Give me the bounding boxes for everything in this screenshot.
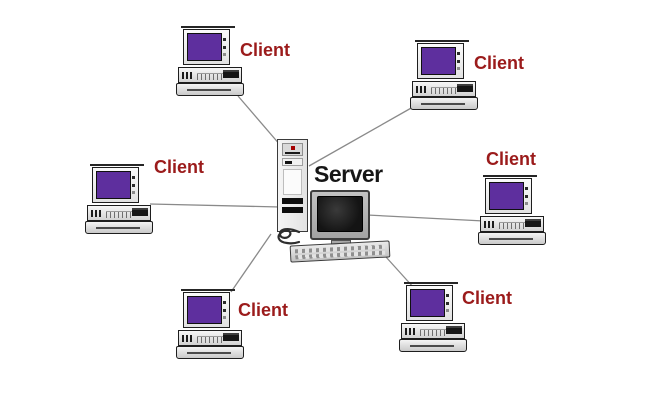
monitor-lid — [90, 164, 144, 166]
client-screen — [410, 289, 445, 317]
server-monitor-icon — [310, 190, 370, 240]
client-base-unit — [85, 221, 153, 234]
client-base-unit — [478, 232, 546, 245]
client-system-unit — [401, 323, 465, 339]
client-label: Client — [238, 300, 289, 320]
client-computer-icon — [176, 26, 246, 97]
base-slot — [410, 345, 454, 347]
monitor-lid — [483, 175, 537, 177]
client-base-unit — [176, 346, 244, 359]
vent-slots — [420, 329, 446, 336]
server-label: Server — [314, 161, 383, 187]
tower-front-panel — [283, 169, 302, 195]
client-system-unit — [480, 216, 544, 232]
client-monitor — [485, 178, 532, 214]
client-computer-icon — [176, 289, 246, 360]
base-slot — [187, 352, 231, 354]
drive-logo — [91, 210, 103, 217]
client-label: Client — [462, 288, 513, 308]
monitor-lid — [181, 26, 235, 28]
client-system-unit — [87, 205, 151, 221]
cable-icon — [277, 228, 301, 245]
client-base-unit — [176, 83, 244, 96]
drive-logo — [416, 86, 428, 93]
monitor-lid — [404, 282, 458, 284]
client-base-unit — [399, 339, 467, 352]
base-slot — [421, 103, 465, 105]
vent-slots — [499, 222, 525, 229]
client-computer-icon — [478, 175, 548, 246]
client-label: Client — [154, 157, 205, 177]
vent-slots — [106, 211, 132, 218]
base-slot — [489, 238, 533, 240]
drive-badge — [457, 84, 473, 92]
monitor-lid — [415, 40, 469, 42]
client-computer-icon — [399, 282, 469, 353]
tower-floppy-bay — [282, 158, 303, 166]
client-system-unit — [178, 67, 242, 83]
tower-vent-stripe — [282, 198, 303, 204]
monitor-controls — [525, 187, 528, 190]
vent-slots — [431, 87, 457, 94]
connection-line-middle-right — [366, 214, 485, 222]
connection-line-middle-left — [149, 203, 281, 208]
base-slot — [96, 227, 140, 229]
client-system-unit — [178, 330, 242, 346]
client-computer-icon — [410, 40, 480, 111]
monitor-controls — [223, 301, 226, 304]
monitor-controls — [457, 52, 460, 55]
connection-line-top-left — [237, 95, 282, 147]
server-screen — [317, 196, 363, 232]
monitor-controls — [446, 294, 449, 297]
client-monitor — [92, 167, 139, 203]
drive-logo — [405, 328, 417, 335]
monitor-controls — [223, 38, 226, 41]
drive-badge — [223, 333, 239, 341]
client-computer-icon — [85, 164, 155, 235]
client-screen — [489, 182, 524, 210]
vent-slots — [197, 336, 223, 343]
drive-logo — [484, 221, 496, 228]
drive-badge — [525, 219, 541, 227]
drive-badge — [132, 208, 148, 216]
server-tower-icon — [277, 139, 308, 232]
client-screen — [187, 296, 222, 324]
vent-slots — [197, 73, 223, 80]
monitor-lid — [181, 289, 235, 291]
connection-line-bottom-left — [230, 233, 272, 293]
base-slot — [187, 89, 231, 91]
drive-badge — [446, 326, 462, 334]
client-label: Client — [486, 149, 537, 169]
client-screen — [96, 171, 131, 199]
client-screen — [187, 33, 222, 61]
drive-logo — [182, 335, 194, 342]
client-monitor — [183, 29, 230, 65]
client-monitor — [417, 43, 464, 79]
client-monitor — [183, 292, 230, 328]
client-label: Client — [474, 53, 525, 73]
drive-logo — [182, 72, 194, 79]
connection-line-top-right — [308, 106, 414, 167]
monitor-controls — [132, 176, 135, 179]
client-base-unit — [410, 97, 478, 110]
client-monitor — [406, 285, 453, 321]
client-label: Client — [240, 40, 291, 60]
drive-badge — [223, 70, 239, 78]
tower-vent-stripe — [282, 207, 303, 213]
client-system-unit — [412, 81, 476, 97]
tower-drive-bay — [282, 143, 303, 156]
client-screen — [421, 47, 456, 75]
